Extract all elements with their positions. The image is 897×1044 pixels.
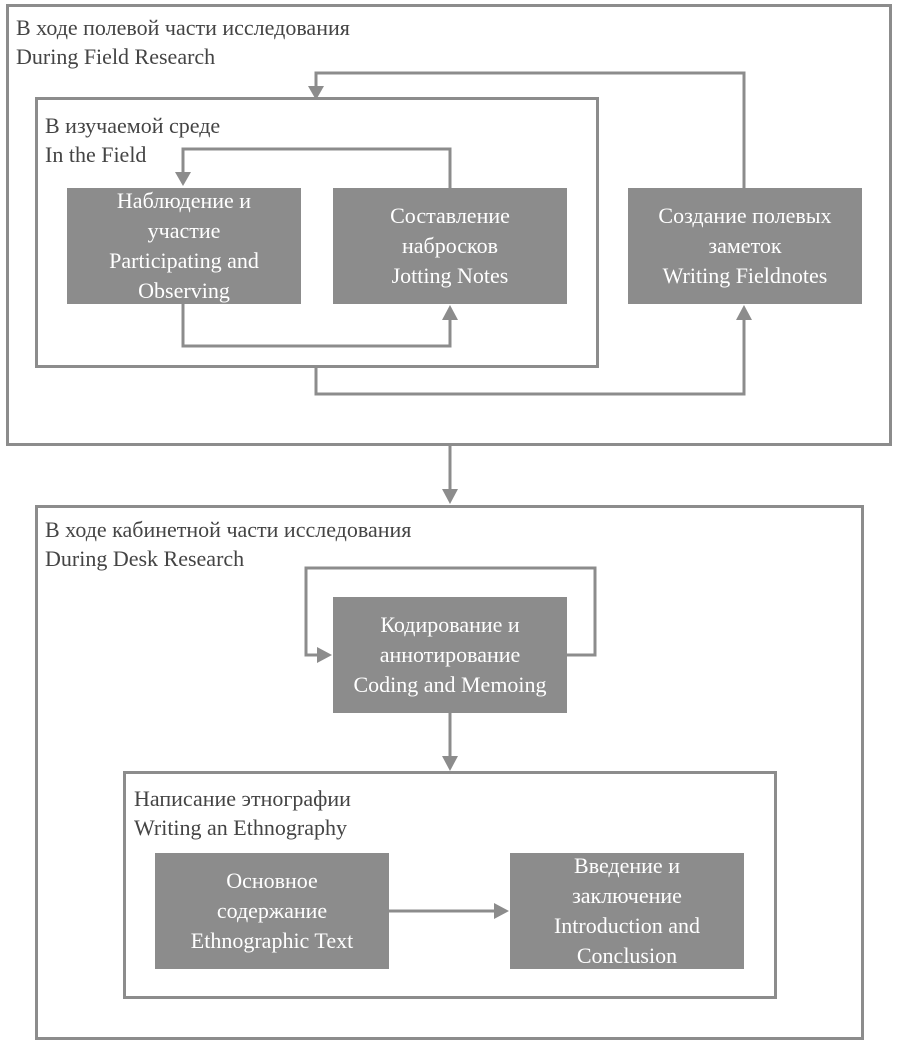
arrowhead-desk-frame [442, 489, 458, 504]
desk-research-title-en: During Desk Research [45, 546, 245, 571]
intro-line-3: Introduction and [553, 913, 701, 938]
arrowhead-jotting [442, 305, 458, 320]
jotting-line-2: набросков [401, 233, 498, 258]
in-the-field-title-en: In the Field [45, 142, 147, 167]
intro-line-1: Введение и [574, 853, 680, 878]
writing-ethnography-title: Написание этнографии Writing an Ethnogra… [134, 784, 351, 842]
participating-observing-box: Наблюдение и участие Participating and O… [67, 188, 301, 304]
writing-fieldnotes-box: Создание полевых заметок Writing Fieldno… [628, 188, 862, 304]
participating-line-3: Participating and [109, 248, 259, 273]
in-the-field-title-ru: В изучаемой среде [45, 113, 221, 138]
arrowhead-ethnography-frame [442, 756, 458, 771]
desk-research-frame [35, 505, 864, 1040]
ethnographic-line-3: Ethnographic Text [190, 928, 354, 953]
in-the-field-title: В изучаемой среде In the Field [45, 111, 220, 169]
fieldnotes-line-3: Writing Fieldnotes [662, 263, 828, 288]
fieldnotes-line-2: заметок [708, 233, 782, 258]
in-the-field-frame [35, 97, 599, 368]
arrowhead-participating [175, 172, 191, 186]
intro-line-2: заключение [572, 883, 682, 908]
writing-ethnography-frame [123, 771, 777, 999]
arrowhead-in-field-frame [308, 86, 324, 100]
ethnographic-line-1: Основное [226, 868, 318, 893]
jotting-notes-box: Составление набросков Jotting Notes [333, 188, 567, 304]
desk-research-title-ru: В ходе кабинетной части исследования [45, 517, 412, 542]
connector-field-to-fieldnotes [314, 319, 746, 396]
connector-fieldnotes-to-field [314, 71, 746, 188]
writing-ethnography-title-en: Writing an Ethnography [134, 815, 347, 840]
coding-line-2: аннотирование [379, 642, 521, 667]
participating-line-4: Observing [138, 278, 230, 303]
desk-research-title: В ходе кабинетной части исследования Dur… [45, 515, 411, 573]
coding-line-1: Кодирование и [380, 612, 520, 637]
ethnographic-text-box: Основное содержание Ethnographic Text [155, 853, 389, 969]
fieldnotes-line-1: Создание полевых [658, 203, 832, 228]
arrowhead-fieldnotes [736, 305, 752, 320]
field-research-title-ru: В ходе полевой части исследования [16, 15, 350, 40]
participating-line-1: Наблюдение и [116, 188, 252, 213]
intro-line-4: Conclusion [576, 943, 678, 968]
field-research-title: В ходе полевой части исследования During… [16, 13, 350, 71]
coding-line-3: Coding and Memoing [353, 672, 547, 697]
arrowhead-intro [494, 903, 509, 919]
field-research-frame [6, 4, 892, 446]
connector-participating-to-jotting [181, 304, 452, 348]
connector-jotting-to-participating [181, 147, 452, 188]
connector-coding-loop [304, 566, 597, 657]
coding-memoing-box: Кодирование и аннотирование Coding and M… [333, 597, 567, 713]
jotting-line-1: Составление [390, 203, 510, 228]
participating-line-2: участие [147, 218, 221, 243]
jotting-line-3: Jotting Notes [391, 263, 509, 288]
introduction-conclusion-box: Введение и заключение Introduction and C… [510, 853, 744, 969]
field-research-title-en: During Field Research [16, 44, 216, 69]
writing-ethnography-title-ru: Написание этнографии [134, 786, 351, 811]
ethnographic-line-2: содержание [216, 898, 328, 923]
arrowhead-coding [317, 647, 332, 663]
